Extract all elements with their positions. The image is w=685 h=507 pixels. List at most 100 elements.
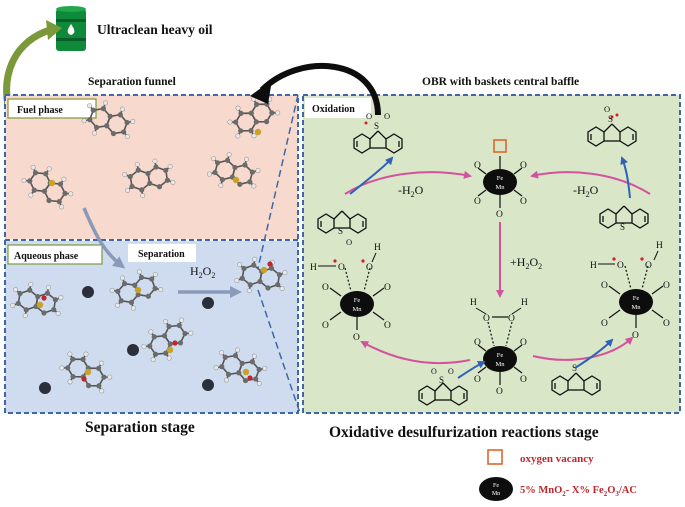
- separation-arrow: [82, 207, 126, 269]
- svg-text:Mn: Mn: [495, 361, 505, 368]
- legend-vacancy-label: oxygen vacancy: [520, 453, 594, 465]
- h2o2-label: H2O2: [190, 264, 215, 280]
- svg-text:S: S: [338, 226, 343, 236]
- separation-funnel-heading: Separation funnel: [88, 76, 176, 88]
- oil-drum-icon: [56, 6, 86, 51]
- svg-text:O: O: [322, 283, 329, 293]
- svg-text:O: O: [366, 263, 373, 273]
- svg-text:O: O: [353, 333, 360, 343]
- catalyst-left: Fe Mn: [340, 291, 374, 317]
- catalyst-top: Fe Mn: [483, 169, 517, 195]
- svg-text:S: S: [620, 222, 625, 232]
- aqueous-phase-label: Aqueous phase: [14, 251, 79, 262]
- svg-text:O: O: [474, 375, 481, 385]
- svg-text:O: O: [384, 321, 391, 331]
- svg-text:O: O: [474, 338, 481, 348]
- legend-catalyst-swatch: Fe Mn: [479, 477, 513, 501]
- catalyst-bonds: [329, 156, 664, 385]
- svg-text:O: O: [508, 314, 515, 324]
- svg-text:Fe: Fe: [493, 483, 499, 489]
- separation-label: Separation: [138, 249, 185, 260]
- svg-text:O: O: [617, 261, 624, 271]
- separation-funnel-frame: [4, 94, 299, 414]
- svg-text:O: O: [632, 331, 639, 341]
- svg-text:O: O: [384, 111, 390, 121]
- sulfoxide-left: S O: [317, 210, 367, 247]
- page-title: Ultraclean heavy oil: [97, 22, 213, 37]
- svg-text:Mn: Mn: [495, 184, 505, 191]
- svg-text:O: O: [431, 367, 437, 376]
- fuel-phase-label: Fuel phase: [17, 105, 63, 116]
- zoom-line-top: [257, 94, 299, 269]
- oxygen-vacancy-square: [493, 139, 507, 153]
- oxidation-label: Oxidation: [312, 104, 355, 115]
- svg-text:O: O: [322, 321, 329, 331]
- svg-text:O: O: [474, 197, 481, 207]
- oh-bonds: [318, 250, 659, 315]
- svg-text:O: O: [663, 281, 670, 291]
- svg-text:O: O: [520, 375, 527, 385]
- sulfone-top-left: S O O: [353, 111, 403, 154]
- svg-text:O: O: [338, 263, 345, 273]
- svg-text:S: S: [439, 375, 444, 385]
- svg-text:O: O: [520, 197, 527, 207]
- svg-text:H: H: [470, 298, 477, 308]
- svg-text:O: O: [520, 161, 527, 171]
- legend-vacancy-swatch: [487, 449, 503, 465]
- svg-text:O: O: [346, 237, 352, 247]
- svg-text:H: H: [374, 243, 381, 253]
- svg-text:S: S: [572, 363, 577, 373]
- svg-text:O: O: [483, 314, 490, 324]
- svg-text:Fe: Fe: [354, 297, 361, 304]
- aqueous-phase-panel: [5, 241, 298, 413]
- dbt-right: S: [599, 205, 649, 232]
- svg-text:O: O: [384, 283, 391, 293]
- svg-text:O: O: [448, 367, 454, 376]
- svg-text:Mn: Mn: [631, 304, 641, 311]
- svg-text:O: O: [520, 338, 527, 348]
- svg-text:O: O: [645, 261, 652, 271]
- sulfoxide-top-right: S O: [587, 104, 637, 147]
- cycle-arrows: [344, 170, 651, 365]
- svg-text:S: S: [374, 121, 379, 131]
- oxidative-stage-title: Oxidative desulfurization reactions stag…: [329, 424, 599, 441]
- catalyst-particles: [39, 286, 214, 394]
- sulfone-bottom-left: S O O: [418, 367, 468, 406]
- catalyst-bottom: Fe Mn: [483, 346, 517, 372]
- svg-text:O: O: [474, 161, 481, 171]
- svg-text:O: O: [663, 319, 670, 329]
- fuel-molecules: [15, 88, 286, 218]
- svg-text:Mn: Mn: [492, 491, 500, 497]
- recycle-arrow: [250, 62, 381, 116]
- aqueous-phase-tag: [7, 244, 103, 265]
- svg-text:H: H: [656, 241, 663, 251]
- legend-catalyst-label: 5% MnO2- X% Fe2O3/AC: [520, 485, 637, 498]
- hydrogen-atoms: H H H H H H: [310, 241, 663, 308]
- svg-text:O: O: [604, 104, 610, 114]
- svg-text:O: O: [496, 387, 503, 397]
- separation-tag: [128, 244, 196, 262]
- svg-text:H: H: [590, 261, 597, 271]
- dbt-bottom-right: S: [551, 363, 601, 396]
- minus-h2o-right: -H2O: [573, 183, 599, 199]
- svg-text:S: S: [608, 114, 613, 124]
- fuel-phase-panel: [5, 95, 298, 239]
- product-arrows: [349, 156, 631, 379]
- aqueous-molecules: [8, 253, 290, 402]
- minus-h2o-left: -H2O: [398, 183, 424, 199]
- svg-text:Fe: Fe: [497, 352, 504, 359]
- obr-heading: OBR with baskets central baffle: [422, 76, 579, 88]
- plus-h2o2: +H2O2: [510, 255, 542, 271]
- svg-text:H: H: [310, 263, 317, 273]
- catalyst-right: Fe Mn: [619, 289, 653, 315]
- svg-text:O: O: [496, 210, 503, 220]
- svg-text:O: O: [366, 111, 372, 121]
- svg-text:Mn: Mn: [352, 306, 362, 313]
- radical-dots: [333, 113, 644, 263]
- svg-text:O: O: [601, 281, 608, 291]
- svg-text:H: H: [521, 298, 528, 308]
- oxidation-tag: [305, 98, 371, 118]
- separation-stage-title: Separation stage: [85, 419, 195, 436]
